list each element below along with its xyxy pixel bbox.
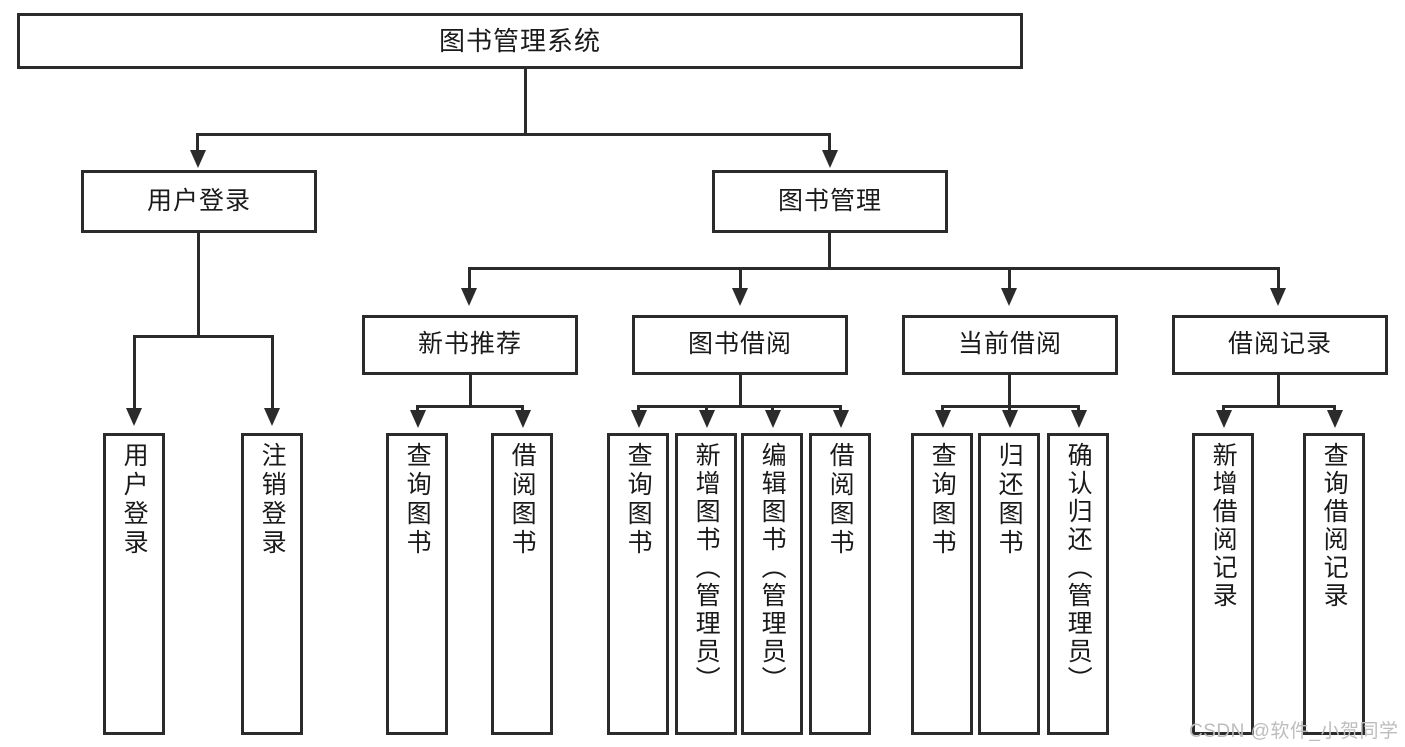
connector-user-login-fanbar	[133, 335, 274, 338]
connector-borrow-record-fanbar	[1222, 405, 1336, 408]
arrowhead-bb-leaf-3	[765, 410, 781, 428]
leaf-query-borrow-record[interactable]: 查询借阅记录	[1303, 433, 1365, 735]
watermark-csdn: CSDN @软件_小贺同学	[1189, 721, 1399, 742]
leaf-add-borrow-record[interactable]: 新增借阅记录	[1192, 433, 1254, 735]
node-label: 新增图书（管理员）	[692, 442, 721, 694]
node-label: 编辑图书（管理员）	[758, 442, 787, 694]
leaf-borrow-book-recommend[interactable]: 借阅图书	[491, 433, 553, 735]
arrowhead-bb-leaf-1	[631, 410, 647, 428]
connector-bm-to-book-borrow	[739, 267, 742, 291]
connector-root-to-user-login	[196, 133, 199, 153]
node-borrow-record[interactable]: 借阅记录	[1172, 315, 1388, 375]
node-label: 新增借阅记录	[1209, 442, 1238, 610]
arrowhead-bb-leaf-4	[833, 410, 849, 428]
connector-book-management-stem	[828, 233, 831, 267]
leaf-query-book-borrow[interactable]: 查询图书	[607, 433, 669, 735]
connector-cb-to-leaf-3	[1077, 405, 1080, 413]
connector-cb-to-leaf-1	[941, 405, 944, 413]
node-root-book-management-system[interactable]: 图书管理系统	[17, 13, 1023, 69]
node-label: 查询借阅记录	[1320, 442, 1349, 610]
connector-borrow-record-stem	[1277, 375, 1280, 405]
arrowhead-cb-leaf-2	[1002, 410, 1018, 428]
leaf-borrow-book[interactable]: 借阅图书	[809, 433, 871, 735]
node-label: 用户登录	[146, 186, 251, 215]
leaf-edit-book-admin[interactable]: 编辑图书（管理员）	[741, 433, 803, 735]
node-label: 借阅图书	[508, 442, 537, 558]
node-current-borrow[interactable]: 当前借阅	[902, 315, 1118, 375]
node-label: 借阅图书	[826, 442, 855, 558]
node-book-management[interactable]: 图书管理	[712, 170, 948, 233]
connector-user-login-stem	[197, 233, 200, 335]
arrowhead-cb-leaf-3	[1071, 410, 1087, 428]
node-label: 归还图书	[995, 442, 1024, 558]
node-label: 图书借阅	[687, 330, 792, 359]
connector-bm-to-current-borrow	[1008, 267, 1011, 291]
arrowhead-br-leaf-2	[1327, 410, 1343, 428]
arrowhead-newbook-leaf-2	[515, 410, 531, 428]
connector-br-to-leaf-1	[1222, 405, 1225, 413]
arrowhead-newbook-leaf-1	[410, 410, 426, 428]
arrowhead-new-book-recommend	[461, 288, 477, 306]
arrowhead-book-management	[822, 150, 838, 168]
leaf-user-login[interactable]: 用户登录	[103, 433, 165, 735]
leaf-return-book[interactable]: 归还图书	[978, 433, 1040, 735]
node-label: 新书推荐	[417, 330, 522, 359]
node-label: 当前借阅	[957, 330, 1062, 359]
connector-new-book-stem	[469, 375, 472, 405]
connector-user-login-to-leaf-1	[133, 335, 136, 411]
leaf-query-book-recommend[interactable]: 查询图书	[386, 433, 448, 735]
node-label: 注销登录	[258, 442, 287, 558]
connector-root-to-book-management	[828, 133, 831, 153]
connector-newbook-to-leaf-1	[416, 405, 419, 413]
leaf-query-book-current[interactable]: 查询图书	[911, 433, 973, 735]
leaf-logout[interactable]: 注销登录	[241, 433, 303, 735]
connector-user-login-to-leaf-2	[271, 335, 274, 411]
node-label: 借阅记录	[1227, 330, 1332, 359]
node-label: 查询图书	[928, 442, 957, 558]
connector-newbook-to-leaf-2	[521, 405, 524, 413]
arrowhead-user-login	[190, 150, 206, 168]
node-label: 用户登录	[120, 442, 149, 558]
connector-book-management-fanbar	[468, 267, 1280, 270]
node-book-borrow[interactable]: 图书借阅	[632, 315, 848, 375]
arrowhead-current-borrow	[1001, 288, 1017, 306]
connector-bm-to-borrow-record	[1277, 267, 1280, 291]
connector-current-borrow-stem	[1008, 375, 1011, 405]
arrowhead-cb-leaf-1	[935, 410, 951, 428]
connector-cb-to-leaf-2	[1008, 405, 1011, 413]
connector-bb-to-leaf-2	[705, 405, 708, 413]
node-label: 查询图书	[403, 442, 432, 558]
node-new-book-recommend[interactable]: 新书推荐	[362, 315, 578, 375]
connector-bb-to-leaf-1	[637, 405, 640, 413]
arrowhead-br-leaf-1	[1216, 410, 1232, 428]
arrowhead-leaf-logout	[264, 408, 280, 426]
connector-new-book-fanbar	[416, 405, 524, 408]
connector-bm-to-new-book	[468, 267, 471, 291]
node-label: 查询图书	[624, 442, 653, 558]
node-label: 确认归还（管理员）	[1064, 442, 1093, 694]
node-label: 图书管理系统	[438, 25, 601, 56]
node-user-login[interactable]: 用户登录	[81, 170, 317, 233]
leaf-confirm-return-admin[interactable]: 确认归还（管理员）	[1047, 433, 1109, 735]
connector-book-borrow-fanbar	[637, 405, 842, 408]
connector-root-fanbar	[196, 133, 830, 136]
node-label: 图书管理	[777, 186, 882, 215]
connector-book-borrow-stem	[739, 375, 742, 405]
arrowhead-book-borrow	[732, 288, 748, 306]
arrowhead-bb-leaf-2	[699, 410, 715, 428]
connector-root-stem	[524, 69, 527, 133]
connector-bb-to-leaf-3	[771, 405, 774, 413]
arrowhead-leaf-user-login	[126, 408, 142, 426]
arrowhead-borrow-record	[1270, 288, 1286, 306]
connector-bb-to-leaf-4	[839, 405, 842, 413]
leaf-add-book-admin[interactable]: 新增图书（管理员）	[675, 433, 737, 735]
connector-br-to-leaf-2	[1333, 405, 1336, 413]
